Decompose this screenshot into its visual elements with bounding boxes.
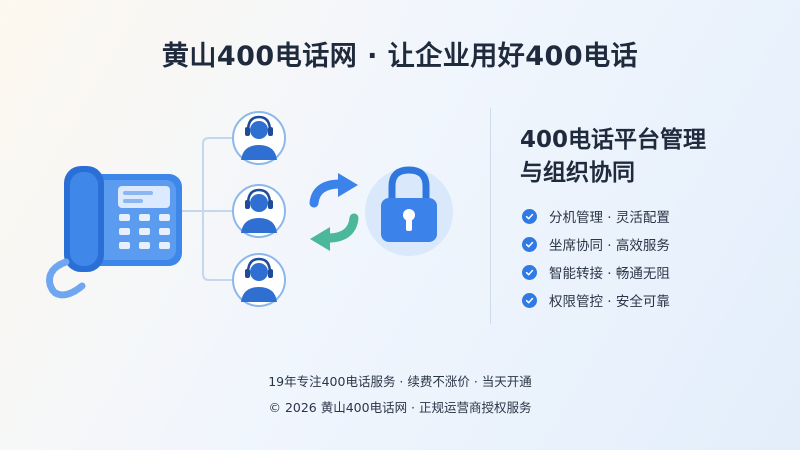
- check-circle-icon: [522, 208, 537, 224]
- agent-headset-icon: [232, 184, 286, 238]
- footer-tagline: 19年专注400电话服务 · 续费不涨价 · 当天开通: [268, 374, 532, 389]
- agent-headset-icon: [232, 111, 286, 165]
- feature-title: 400电话平台管理 与组织协同: [520, 124, 780, 190]
- feature-item: 智能转接 · 畅通无阻: [522, 258, 670, 286]
- feature-list: 分机管理 · 灵活配置 坐席协同 · 高效服务 智能转接 · 畅通无阻 权限管控…: [522, 202, 670, 314]
- connector-lines: [182, 137, 232, 281]
- agent-headset-icon: [232, 253, 286, 307]
- feature-item: 权限管控 · 安全可靠: [522, 286, 670, 314]
- padlock-icon: [365, 166, 453, 256]
- sync-arrows-icon: [309, 173, 359, 251]
- check-circle-icon: [522, 292, 537, 308]
- check-circle-icon: [522, 236, 537, 252]
- feature-item: 分机管理 · 灵活配置: [522, 202, 670, 230]
- feature-item-label: 智能转接 · 畅通无阻: [549, 266, 670, 282]
- feature-item-label: 分机管理 · 灵活配置: [549, 210, 670, 226]
- vertical-divider: [490, 108, 491, 324]
- feature-title-line2: 与组织协同: [520, 160, 635, 186]
- page-title: 黄山400电话网 · 让企业用好400电话: [161, 41, 639, 72]
- footer-copyright: © 2026 黄山400电话网 · 正规运营商授权服务: [268, 400, 532, 415]
- check-circle-icon: [522, 264, 537, 280]
- desk-phone-icon: [46, 166, 182, 299]
- feature-title-line1: 400电话平台管理: [520, 127, 707, 153]
- feature-item-label: 权限管控 · 安全可靠: [549, 294, 670, 310]
- feature-item: 坐席协同 · 高效服务: [522, 230, 670, 258]
- feature-item-label: 坐席协同 · 高效服务: [549, 238, 670, 254]
